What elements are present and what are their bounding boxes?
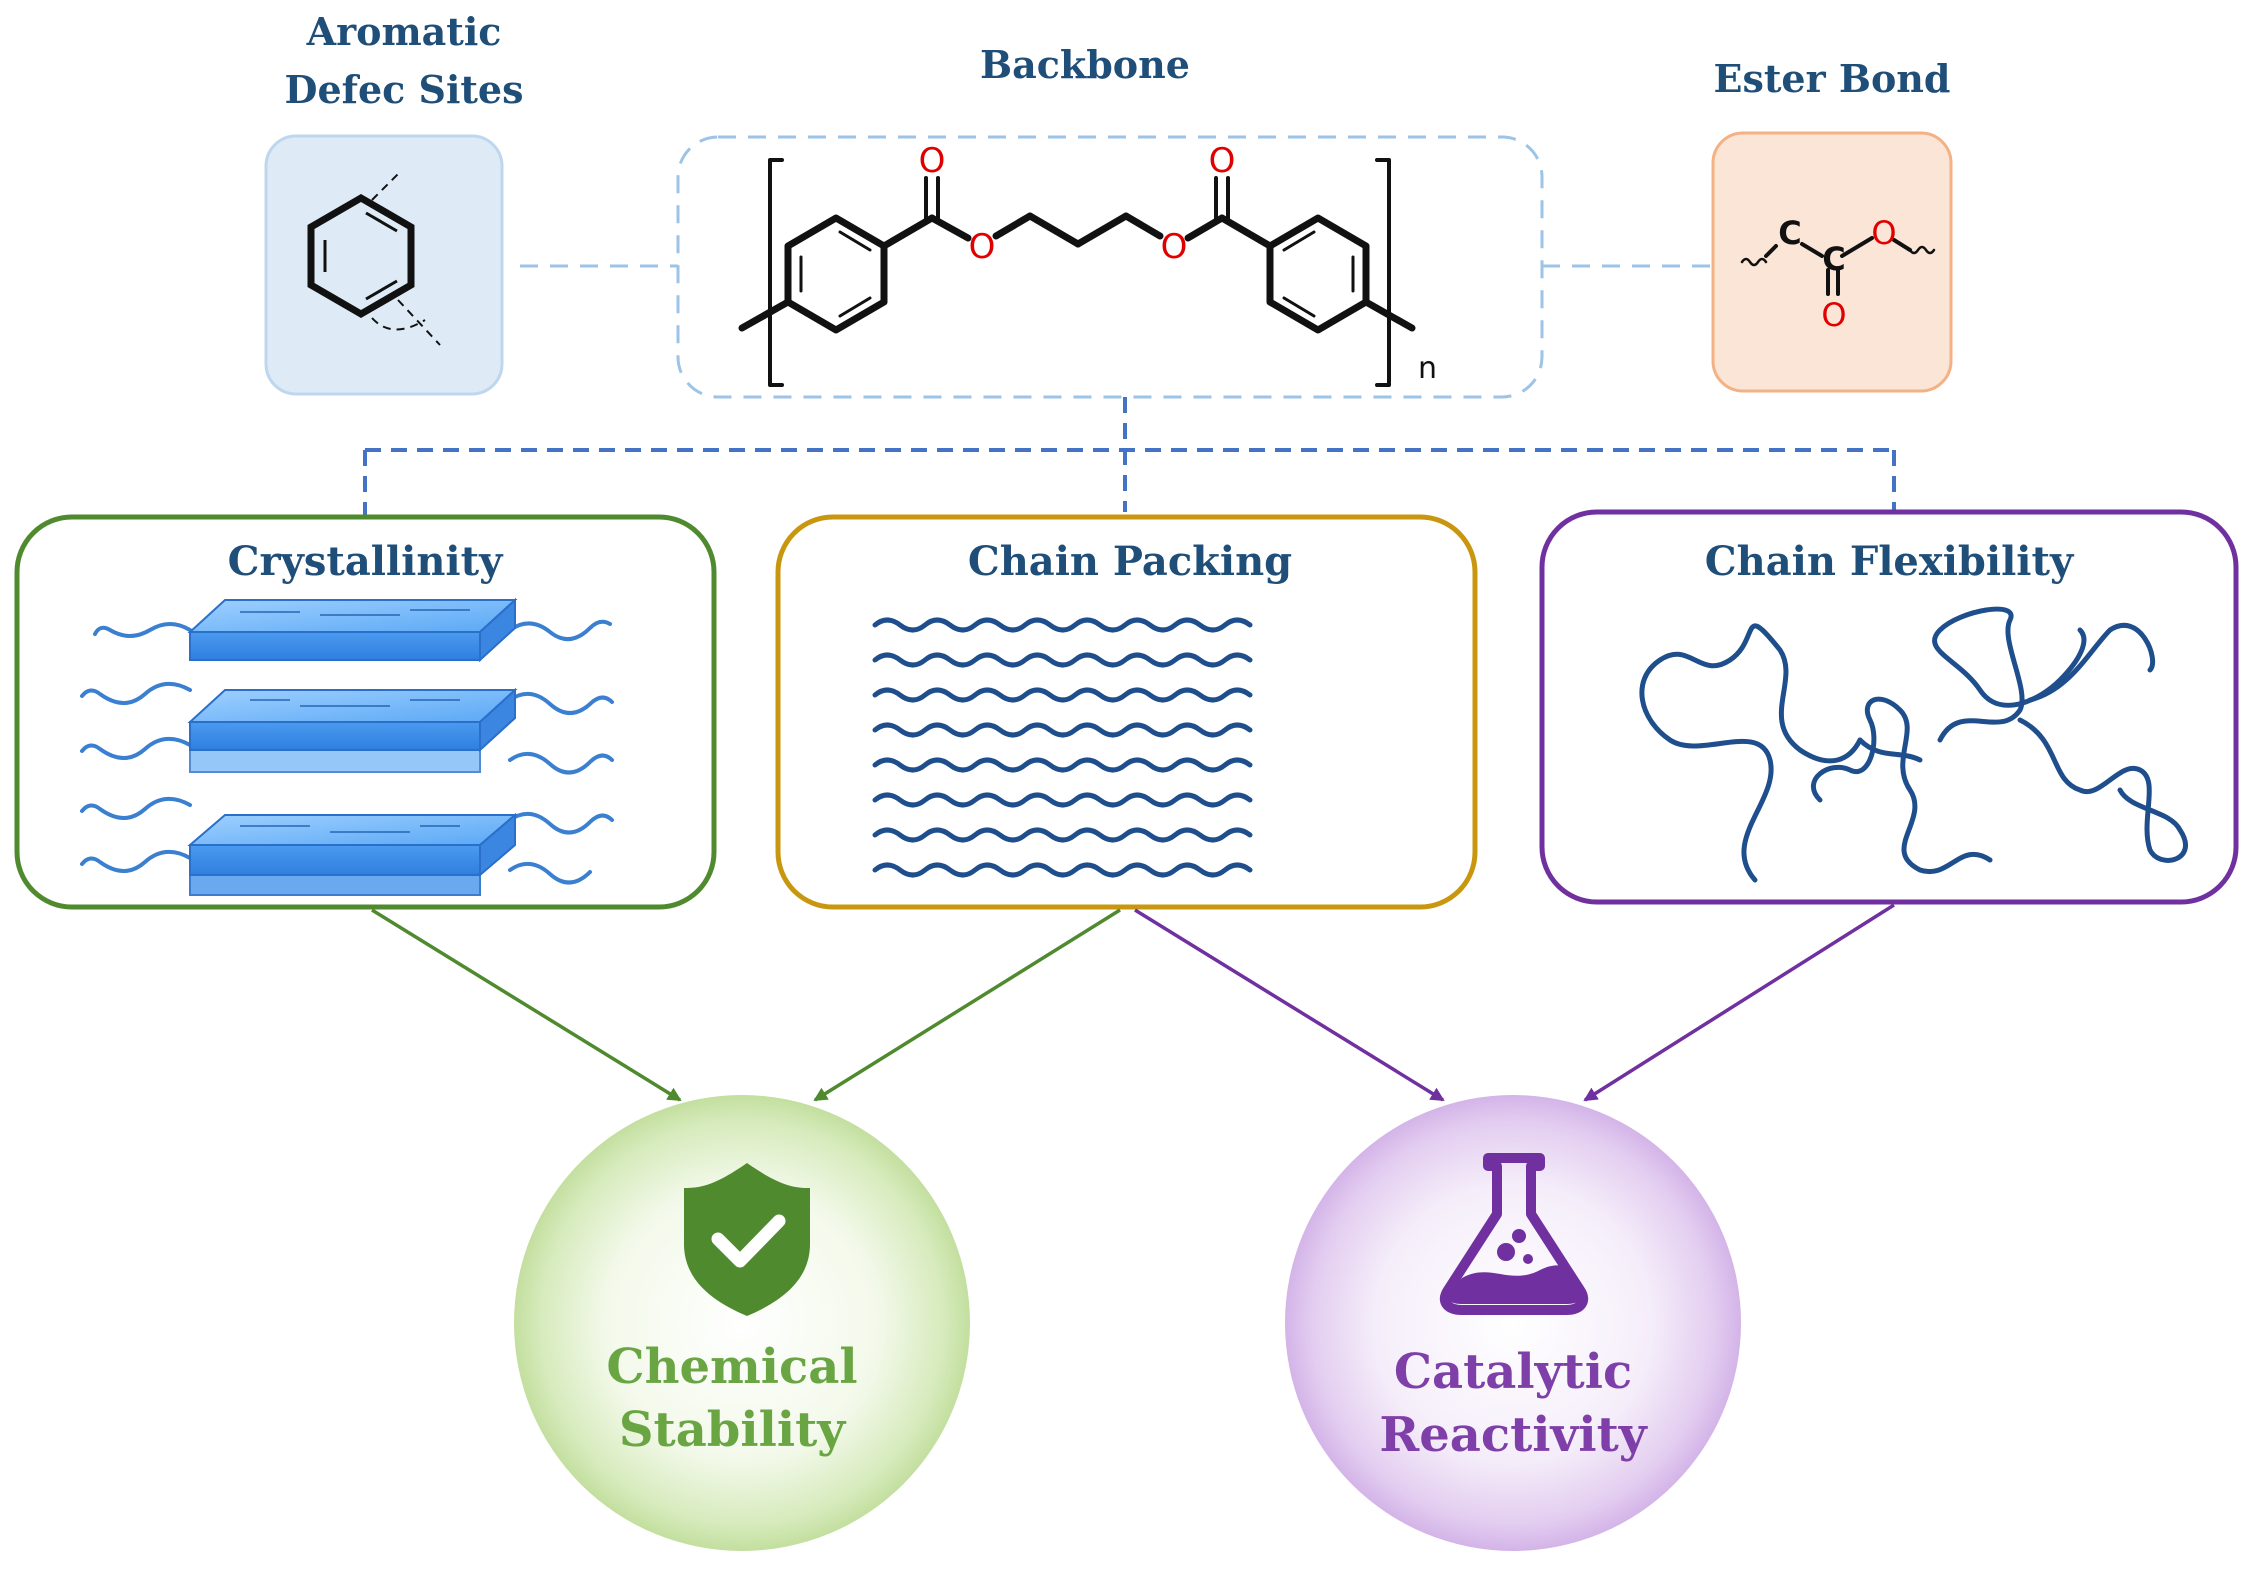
repeat-subscript: n (1418, 351, 1437, 386)
ester-o-double: O (1821, 296, 1846, 334)
aromatic-ring-icon (307, 171, 441, 346)
ester-c-center: C (1822, 240, 1845, 278)
chain-packing-title: Chain Packing (968, 538, 1292, 585)
arrows (371, 903, 1895, 1102)
aromatic-title-line1: Aromatic (306, 9, 502, 54)
crystallinity-title: Crystallinity (228, 538, 504, 585)
flask-icon (1439, 1153, 1589, 1315)
backbone-carbonyl-o-right: O (1209, 141, 1236, 181)
ester-structure (1740, 236, 1936, 296)
stability-label-line1: Chemical (606, 1339, 857, 1395)
crystallinity-illustration (80, 597, 614, 896)
ester-c-left: C (1778, 214, 1801, 252)
aromatic-defect-box (264, 134, 504, 396)
backbone-ester-o-left: O (969, 227, 996, 267)
chain-flexibility-illustration (1639, 606, 2188, 883)
ester-o-single: O (1871, 214, 1896, 252)
ester-bond-box (1711, 131, 1953, 393)
branch-connectors (363, 397, 1896, 516)
chain-flexibility-title: Chain Flexibility (1705, 538, 2075, 585)
reactivity-label-line1: Catalytic (1394, 1344, 1632, 1400)
backbone-carbonyl-o-left: O (919, 141, 946, 181)
chemical-stability-circle (514, 1095, 970, 1551)
chain-packing-box (775, 514, 1478, 910)
aromatic-title-line2: Defec Sites (284, 67, 523, 112)
catalytic-reactivity-circle (1285, 1095, 1741, 1551)
backbone-ester-o-right: O (1161, 227, 1188, 267)
backbone-box (676, 135, 1544, 399)
chain-flexibility-box (1539, 509, 2239, 905)
reactivity-label-line2: Reactivity (1379, 1407, 1648, 1463)
backbone-title: Backbone (980, 42, 1190, 87)
chain-packing-illustration (872, 617, 1253, 878)
ester-title: Ester Bond (1714, 56, 1951, 101)
backbone-structure (738, 158, 1416, 387)
shield-check-icon (684, 1163, 810, 1316)
stability-label-line2: Stability (619, 1402, 847, 1458)
